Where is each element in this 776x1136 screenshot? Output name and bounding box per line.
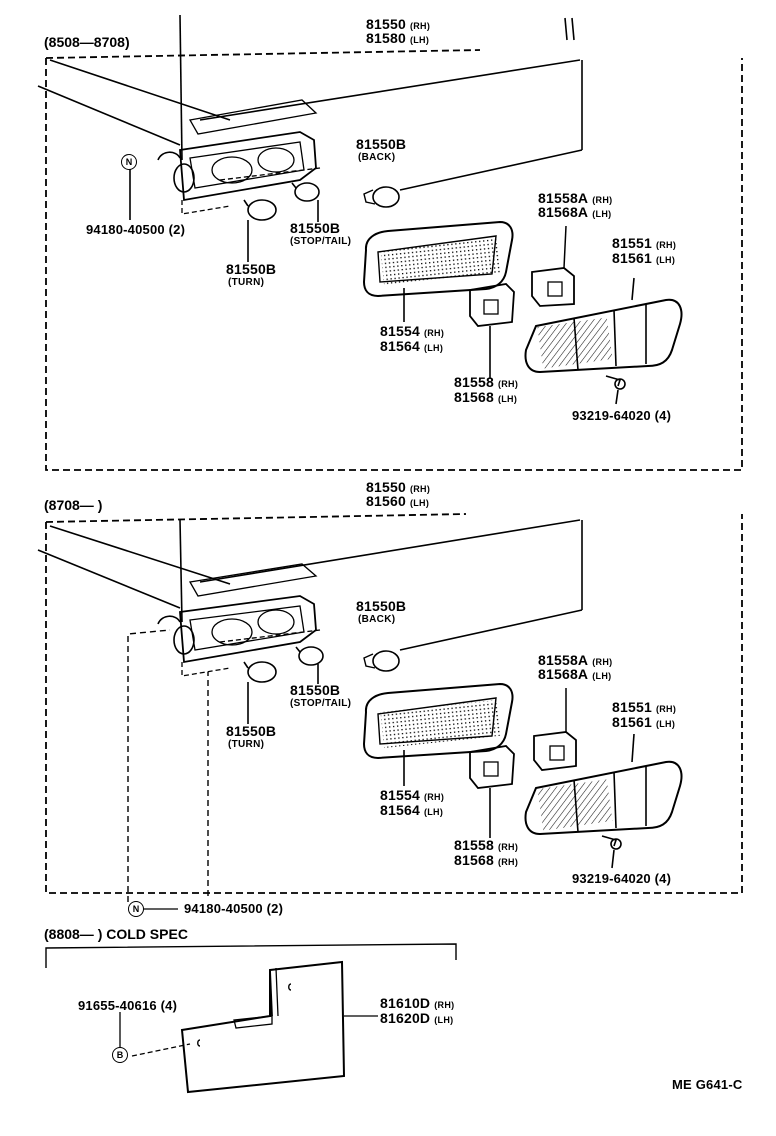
s1-bulb-back-part: 81550B <box>356 136 407 152</box>
s2-bulb-turn-part: 81550B <box>226 723 277 739</box>
s2-bulb-stop-part: 81550B <box>290 682 341 698</box>
s3-mudguard-rh: 81610D(RH) <box>380 995 455 1011</box>
s1-bracket-lh: 81568(LH) <box>454 389 518 405</box>
s1-screw-label: 94180-40500 (2) <box>86 222 186 237</box>
s2-screw-label: 94180-40500 (2) <box>184 901 284 916</box>
s1-lens-screw-label: 93219-64020 (4) <box>572 408 672 423</box>
s2-bulb-stop-desc: (STOP/TAIL) <box>290 698 352 709</box>
section-3-range: (8808— ) COLD SPEC <box>44 926 188 942</box>
s1-gasket-rh: 81554(RH) <box>380 323 445 339</box>
s1-bulb-turn-part: 81550B <box>226 261 277 277</box>
s3-clip-label: 91655-40616 (4) <box>78 998 178 1013</box>
s2-gasket-lh: 81564(LH) <box>380 802 444 818</box>
s1-lens-lh: 81561(LH) <box>612 250 676 266</box>
section-3-artwork <box>45 943 457 1094</box>
section-1-range: (8508—8708) <box>44 34 130 50</box>
s2-assembly-lh: 81560(LH) <box>366 493 430 509</box>
s2-lens-screw-label: 93219-64020 (4) <box>572 871 672 886</box>
s1-bulb-back-desc: (BACK) <box>358 152 396 163</box>
s2-bracket-a-rh: 81558A(RH) <box>538 652 613 668</box>
s1-bulb-stop-desc: (STOP/TAIL) <box>290 236 352 247</box>
section-2-range: (8708— ) <box>44 497 103 513</box>
s2-bracket-a-lh: 81568A(LH) <box>538 666 612 682</box>
s1-bracket-rh: 81558(RH) <box>454 374 519 390</box>
s2-mark-n-icon: N <box>128 901 144 917</box>
s1-assembly-lh: 81580(LH) <box>366 30 430 46</box>
footer-code: ME G641-C <box>672 1077 743 1092</box>
s3-mark-b-icon: B <box>112 1047 128 1063</box>
s1-bulb-turn-desc: (TURN) <box>228 277 265 288</box>
s2-lens-rh: 81551(RH) <box>612 699 677 715</box>
s2-bracket-rh: 81558(RH) <box>454 837 519 853</box>
s1-mark-n-icon: N <box>121 154 137 170</box>
s2-bracket-lh: 81568(RH) <box>454 852 519 868</box>
s1-assembly-rh: 81550(RH) <box>366 16 431 32</box>
s1-bulb-stop-part: 81550B <box>290 220 341 236</box>
section-1-artwork <box>37 14 743 471</box>
s2-assembly-rh: 81550(RH) <box>366 479 431 495</box>
s2-bulb-turn-desc: (TURN) <box>228 739 265 750</box>
s1-bracket-a-lh: 81568A(LH) <box>538 204 612 220</box>
s1-gasket-lh: 81564(LH) <box>380 338 444 354</box>
s3-mudguard-lh: 81620D(LH) <box>380 1010 454 1026</box>
section-2-artwork <box>37 513 743 910</box>
s2-gasket-rh: 81554(RH) <box>380 787 445 803</box>
s2-bulb-back-part: 81550B <box>356 598 407 614</box>
s2-lens-lh: 81561(LH) <box>612 714 676 730</box>
s1-lens-rh: 81551(RH) <box>612 235 677 251</box>
s1-bracket-a-rh: 81558A(RH) <box>538 190 613 206</box>
s2-bulb-back-desc: (BACK) <box>358 614 396 625</box>
